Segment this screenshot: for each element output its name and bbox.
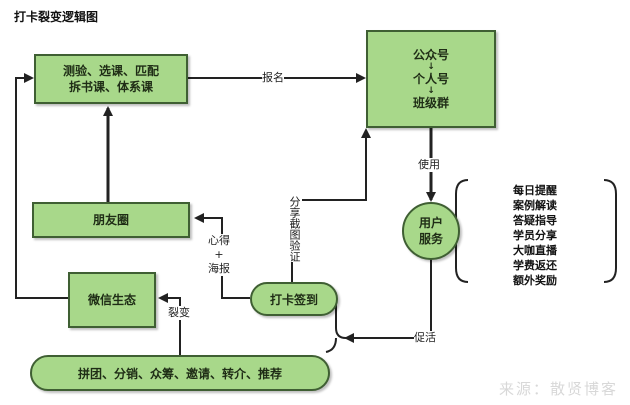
node-moments-label: 朋友圈 <box>92 213 129 227</box>
node-channels-sep1: ↓ <box>427 62 435 72</box>
node-checkin: 打卡签到 <box>250 282 338 316</box>
edge-promote-split <box>325 300 347 353</box>
node-wechat-eco: 微信生态 <box>68 272 156 328</box>
edge-fission <box>158 293 181 355</box>
edge-label-insight-b: 海报 <box>208 262 230 275</box>
benefits-list: 每日提醒 案例解读 答疑指导 学员分享 大咖直播 学费返还 额外奖励 <box>500 183 570 288</box>
node-service: 用户 服务 <box>402 202 460 260</box>
node-wechat-eco-label: 微信生态 <box>87 293 136 307</box>
node-channels: 公众号 ↓ 个人号 ↓ 班级群 <box>366 30 496 128</box>
benefit-item: 案例解读 <box>513 199 557 212</box>
node-courses-line2: 拆书课、体系课 <box>68 80 153 94</box>
node-channels-item2: 个人号 <box>412 72 449 86</box>
edge-label-signup: 报名 <box>262 71 284 85</box>
edge-label-promote: 促活 <box>414 331 436 345</box>
node-channels-item1: 公众号 <box>412 48 449 62</box>
node-promo-label: 拼团、分销、众筹、邀请、转介、推荐 <box>77 366 282 381</box>
edge-label-use: 使用 <box>418 158 440 172</box>
diagram-title: 打卡裂变逻辑图 <box>14 10 99 24</box>
edge-label-insight-a: 心得 <box>208 234 230 247</box>
node-moments: 朋友圈 <box>32 202 190 238</box>
edge-label-share-verify: 分享截图验证 <box>286 196 302 262</box>
benefit-item: 大咖直播 <box>513 244 557 257</box>
edge-label-plus: + <box>214 248 224 261</box>
node-courses-line1: 测验、选课、匹配 <box>62 64 159 78</box>
edge-promote <box>344 258 432 343</box>
edge-label-fission: 裂变 <box>168 306 190 320</box>
watermark: 来源：散贤博客 <box>498 380 618 398</box>
benefit-item: 额外奖励 <box>513 274 557 287</box>
edge-share-verify <box>291 128 371 282</box>
node-service-line1: 用户 <box>418 216 443 230</box>
node-channels-sep2: ↓ <box>427 86 435 96</box>
node-checkin-label: 打卡签到 <box>269 292 318 307</box>
benefit-item: 学费返还 <box>513 259 557 272</box>
edge-eco-courses <box>15 73 68 299</box>
bracket-right <box>603 179 617 283</box>
node-service-line2: 服务 <box>418 232 443 246</box>
edge-label-insight: 心得 + 海报 <box>208 234 230 276</box>
benefit-item: 答疑指导 <box>513 214 557 227</box>
benefit-item: 每日提醒 <box>513 184 557 197</box>
benefit-item: 学员分享 <box>513 229 557 242</box>
node-courses: 测验、选课、匹配 拆书课、体系课 <box>34 54 188 104</box>
node-promo: 拼团、分销、众筹、邀请、转介、推荐 <box>30 355 330 391</box>
node-channels-item3: 班级群 <box>412 96 449 110</box>
